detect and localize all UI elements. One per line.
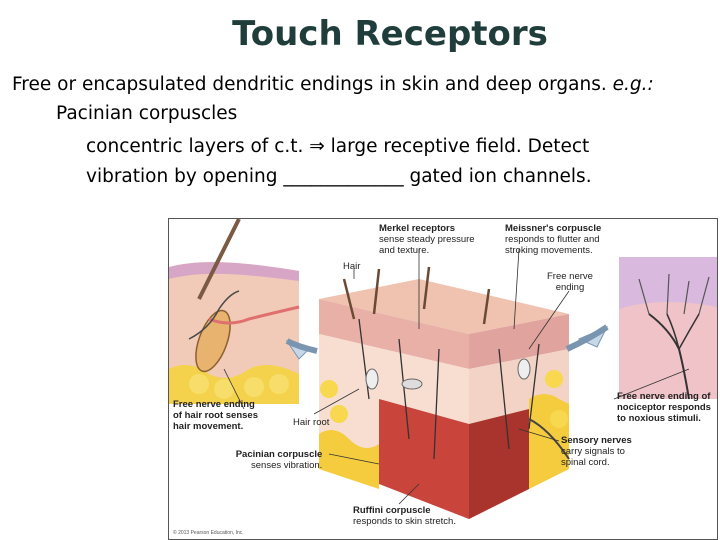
body-line-1: Free or encapsulated dendritic endings i… (12, 74, 654, 95)
merkel-title: Merkel receptors (379, 223, 456, 234)
hair-root-ending-1: Free nerve ending (173, 399, 255, 410)
free-nerve-2: ending (555, 282, 585, 293)
body-line-3-text-a: concentric layers of c.t. (86, 136, 310, 157)
pacinian-title: Pacinian corpuscle (235, 449, 323, 460)
body-line-1-text: Free or encapsulated dendritic endings i… (12, 74, 613, 95)
implies-arrow-icon: ⇒ (309, 136, 325, 157)
free-nerve-1: Free nerve (547, 271, 593, 282)
hair-label: Hair (343, 261, 361, 272)
nociceptor-inset (619, 257, 717, 400)
hair-root-ending-2: of hair root senses (173, 410, 258, 421)
eg-text: e.g.: (612, 74, 654, 95)
meissner-desc-1: responds to flutter and (505, 234, 600, 245)
ruffini-title: Ruffini corpuscle (353, 505, 431, 516)
body-line-2: Pacinian corpuscles (56, 103, 238, 124)
slide-title: Touch Receptors (232, 14, 548, 54)
body-line-3: concentric layers of c.t. ⇒ large recept… (86, 136, 589, 157)
hair-follicle-inset (169, 219, 300, 404)
meissner-title: Meissner's corpuscle (505, 223, 602, 234)
hair-root-label: Hair root (293, 417, 330, 428)
merkel-desc-1: sense steady pressure (379, 234, 475, 245)
hair-root-ending-3: hair movement. (173, 421, 244, 432)
ruffini-desc: responds to skin stretch. (353, 516, 456, 527)
nociceptor-3: to noxious stimuli. (617, 413, 701, 424)
skin-cross-section-illustration (169, 219, 717, 519)
copyright-text: © 2013 Pearson Education, Inc. (173, 530, 244, 536)
sensory-title: Sensory nerves (561, 435, 632, 446)
body-line-3-text-b: large receptive field. Detect (324, 136, 590, 157)
sensory-desc-1: carry signals to (561, 446, 625, 457)
nociceptor-1: Free nerve ending of (617, 391, 711, 402)
body-line-4: vibration by opening _____________ gated… (86, 166, 592, 187)
skin-block (319, 266, 570, 519)
meissner-desc-2: stroking movements. (505, 245, 593, 256)
merkel-desc-2: and texture. (379, 245, 430, 256)
nociceptor-2: nociceptor responds (617, 402, 711, 413)
pacinian-desc: senses vibration. (251, 460, 323, 471)
sensory-desc-2: spinal cord. (561, 457, 610, 468)
